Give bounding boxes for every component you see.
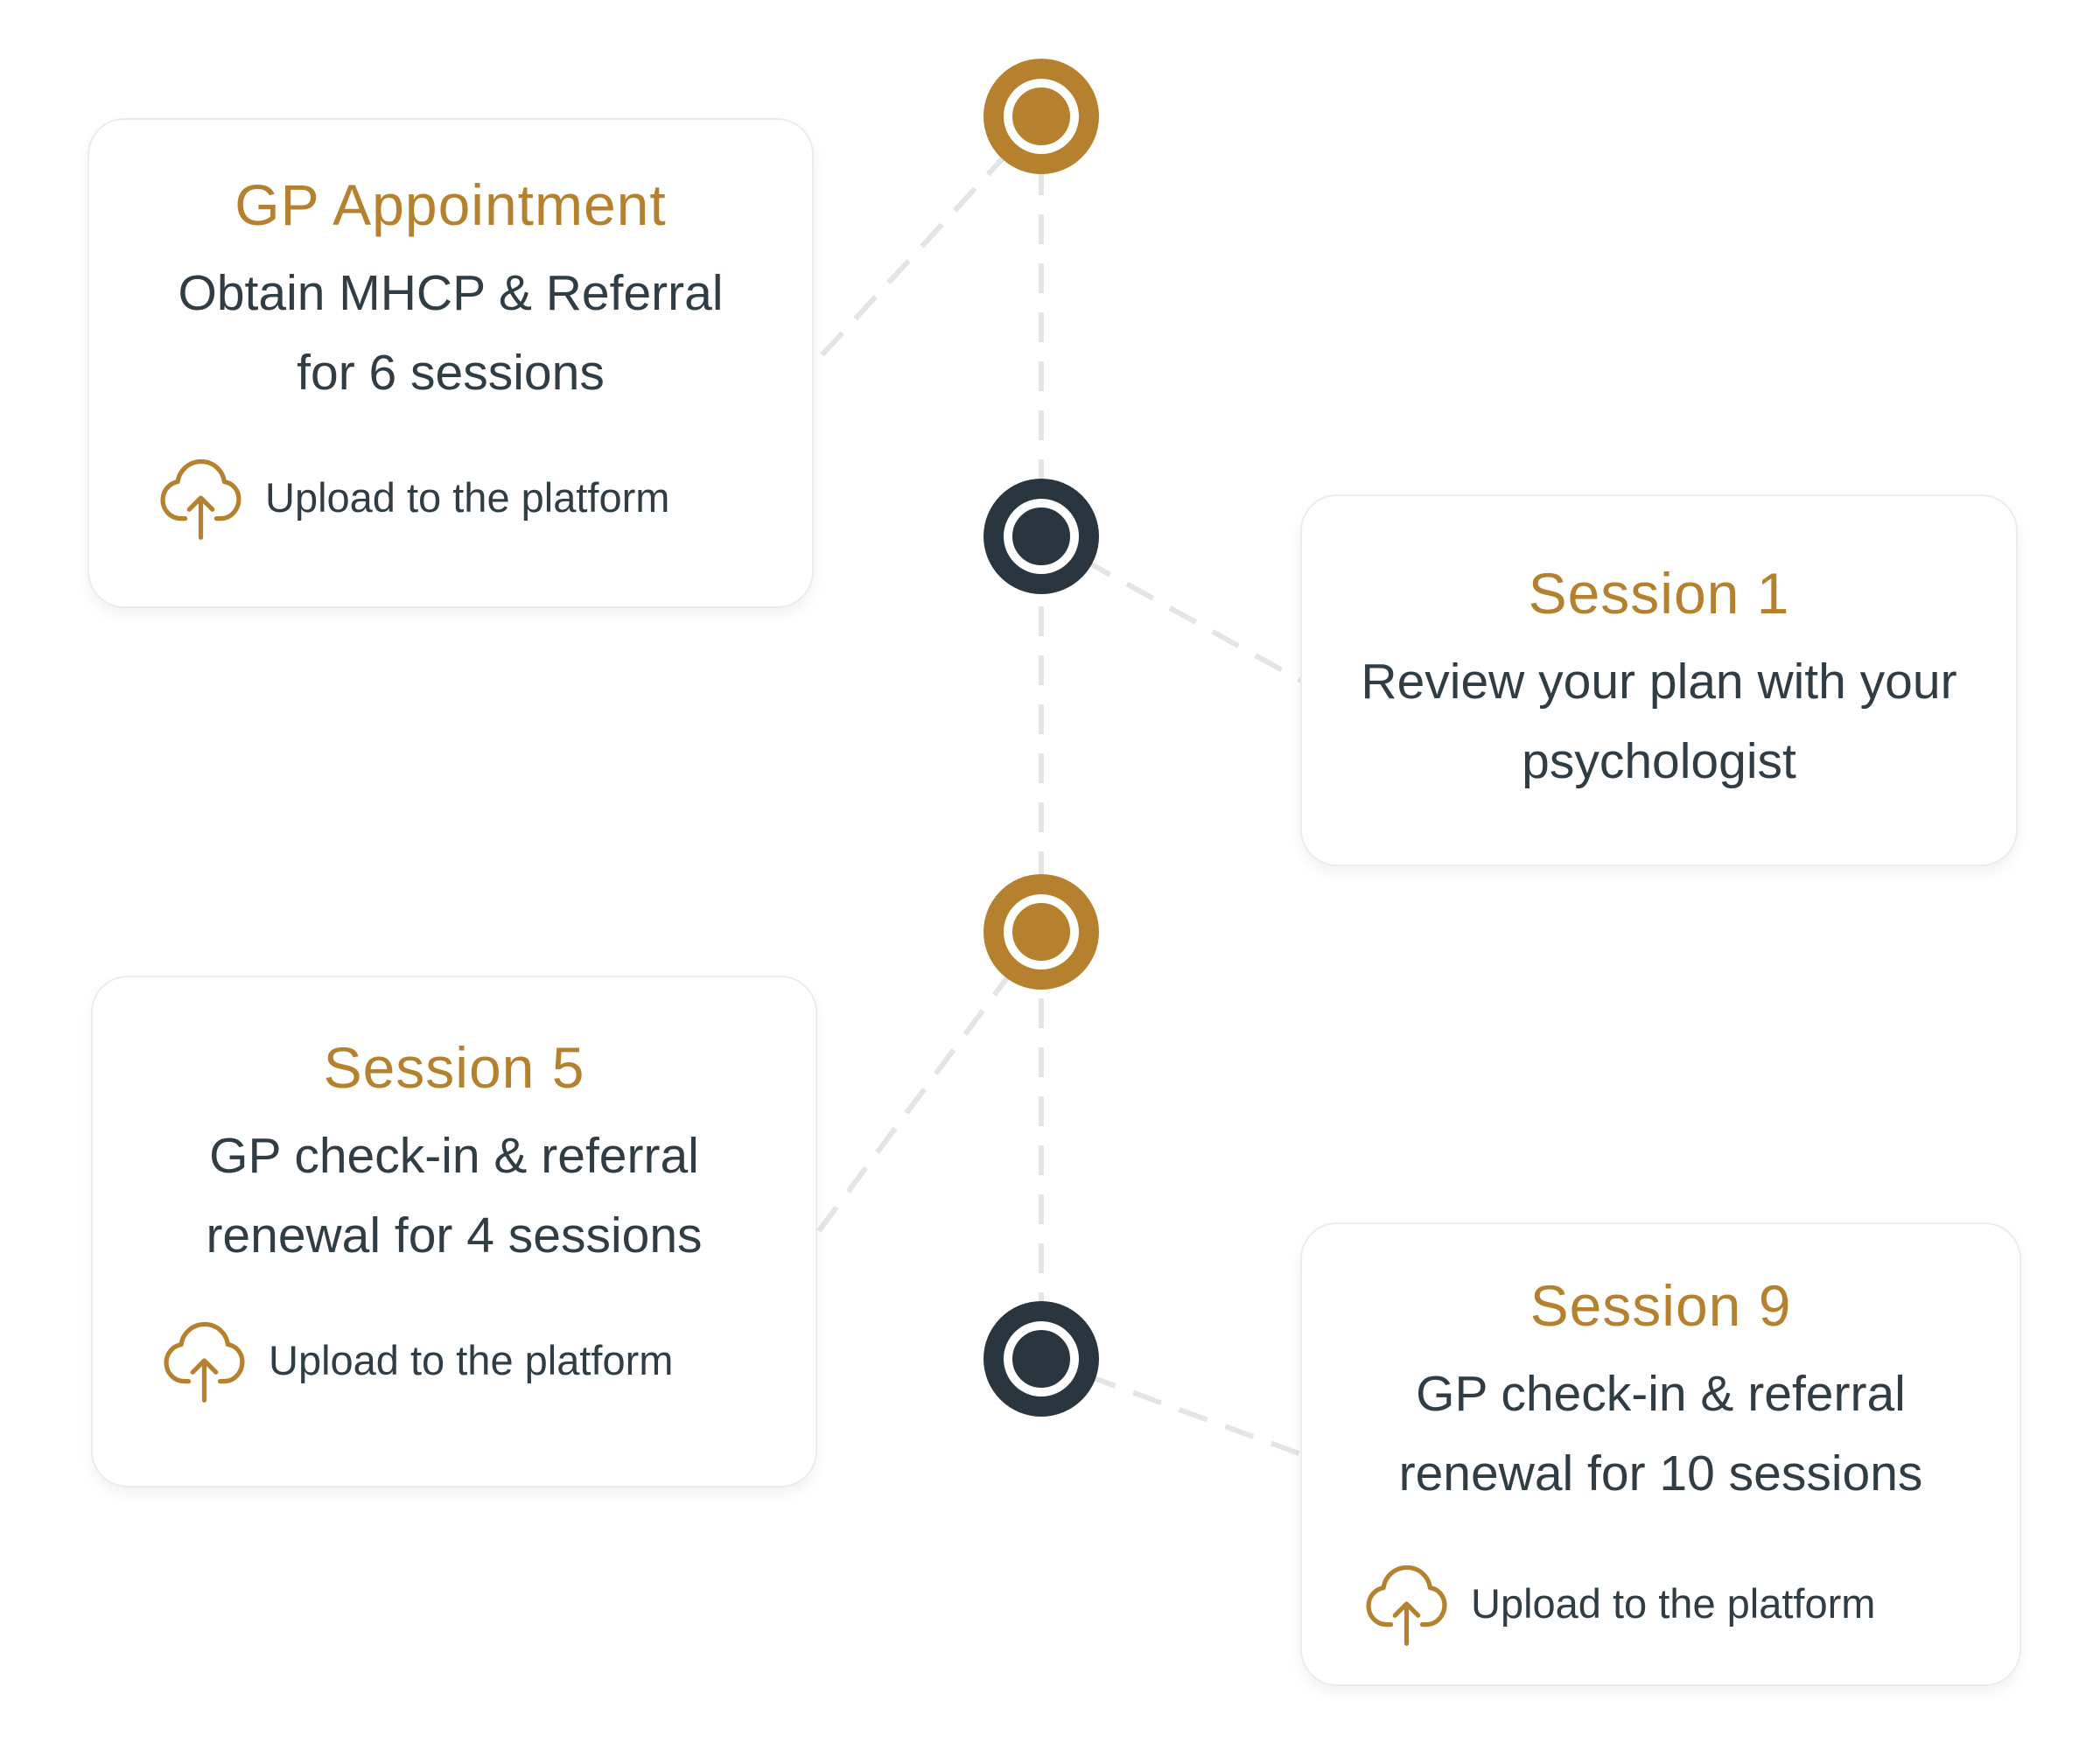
description-line: Review your plan with your (1361, 653, 1957, 710)
description-line: renewal for 4 sessions (206, 1207, 703, 1264)
timeline-node-ring (1004, 1321, 1079, 1396)
card-description: GP check-in & referral renewal for 4 ses… (206, 1116, 702, 1276)
upload-label: Upload to the platform (1471, 1580, 1876, 1628)
description-line: psychologist (1522, 732, 1796, 789)
description-line: Obtain MHCP & Referral (178, 264, 724, 321)
upload-row: Upload to the platform (89, 453, 812, 542)
card-title: Session 9 (1530, 1273, 1792, 1338)
card-description: Review your plan with your psychologist (1361, 642, 1956, 802)
description-line: GP check-in & referral (209, 1127, 699, 1184)
timeline-node-ring (1004, 499, 1079, 574)
timeline-node-3 (984, 874, 1099, 990)
upload-label: Upload to the platform (265, 474, 670, 522)
timeline-node-ring (1004, 79, 1079, 154)
cloud-upload-icon (159, 453, 242, 542)
timeline-node-4 (984, 1301, 1099, 1417)
cloud-upload-icon (163, 1316, 246, 1405)
upload-row: Upload to the platform (93, 1316, 816, 1405)
dashed-connector (816, 930, 1044, 1234)
description-line: GP check-in & referral (1416, 1365, 1906, 1422)
card-description: GP check-in & referral renewal for 10 se… (1399, 1354, 1923, 1514)
upload-label: Upload to the platform (269, 1337, 674, 1384)
upload-row: Upload to the platform (1302, 1559, 2020, 1648)
timeline-node-2 (984, 479, 1099, 594)
step-card-gp-appointment: GP Appointment Obtain MHCP & Referral fo… (88, 118, 814, 608)
description-line: for 6 sessions (297, 344, 605, 401)
timeline-node-1 (984, 59, 1099, 174)
card-title: Session 1 (1528, 561, 1790, 626)
cloud-upload-icon (1365, 1559, 1448, 1648)
step-card-session-9: Session 9 GP check-in & referral renewal… (1300, 1222, 2021, 1686)
card-description: Obtain MHCP & Referral for 6 sessions (178, 254, 724, 413)
card-title: Session 5 (323, 1035, 585, 1100)
description-line: renewal for 10 sessions (1398, 1445, 1923, 1502)
timeline-node-ring (1004, 894, 1079, 970)
step-card-session-1: Session 1 Review your plan with your psy… (1300, 494, 2018, 866)
step-card-session-5: Session 5 GP check-in & referral renewal… (91, 976, 817, 1488)
card-title: GP Appointment (234, 172, 667, 237)
